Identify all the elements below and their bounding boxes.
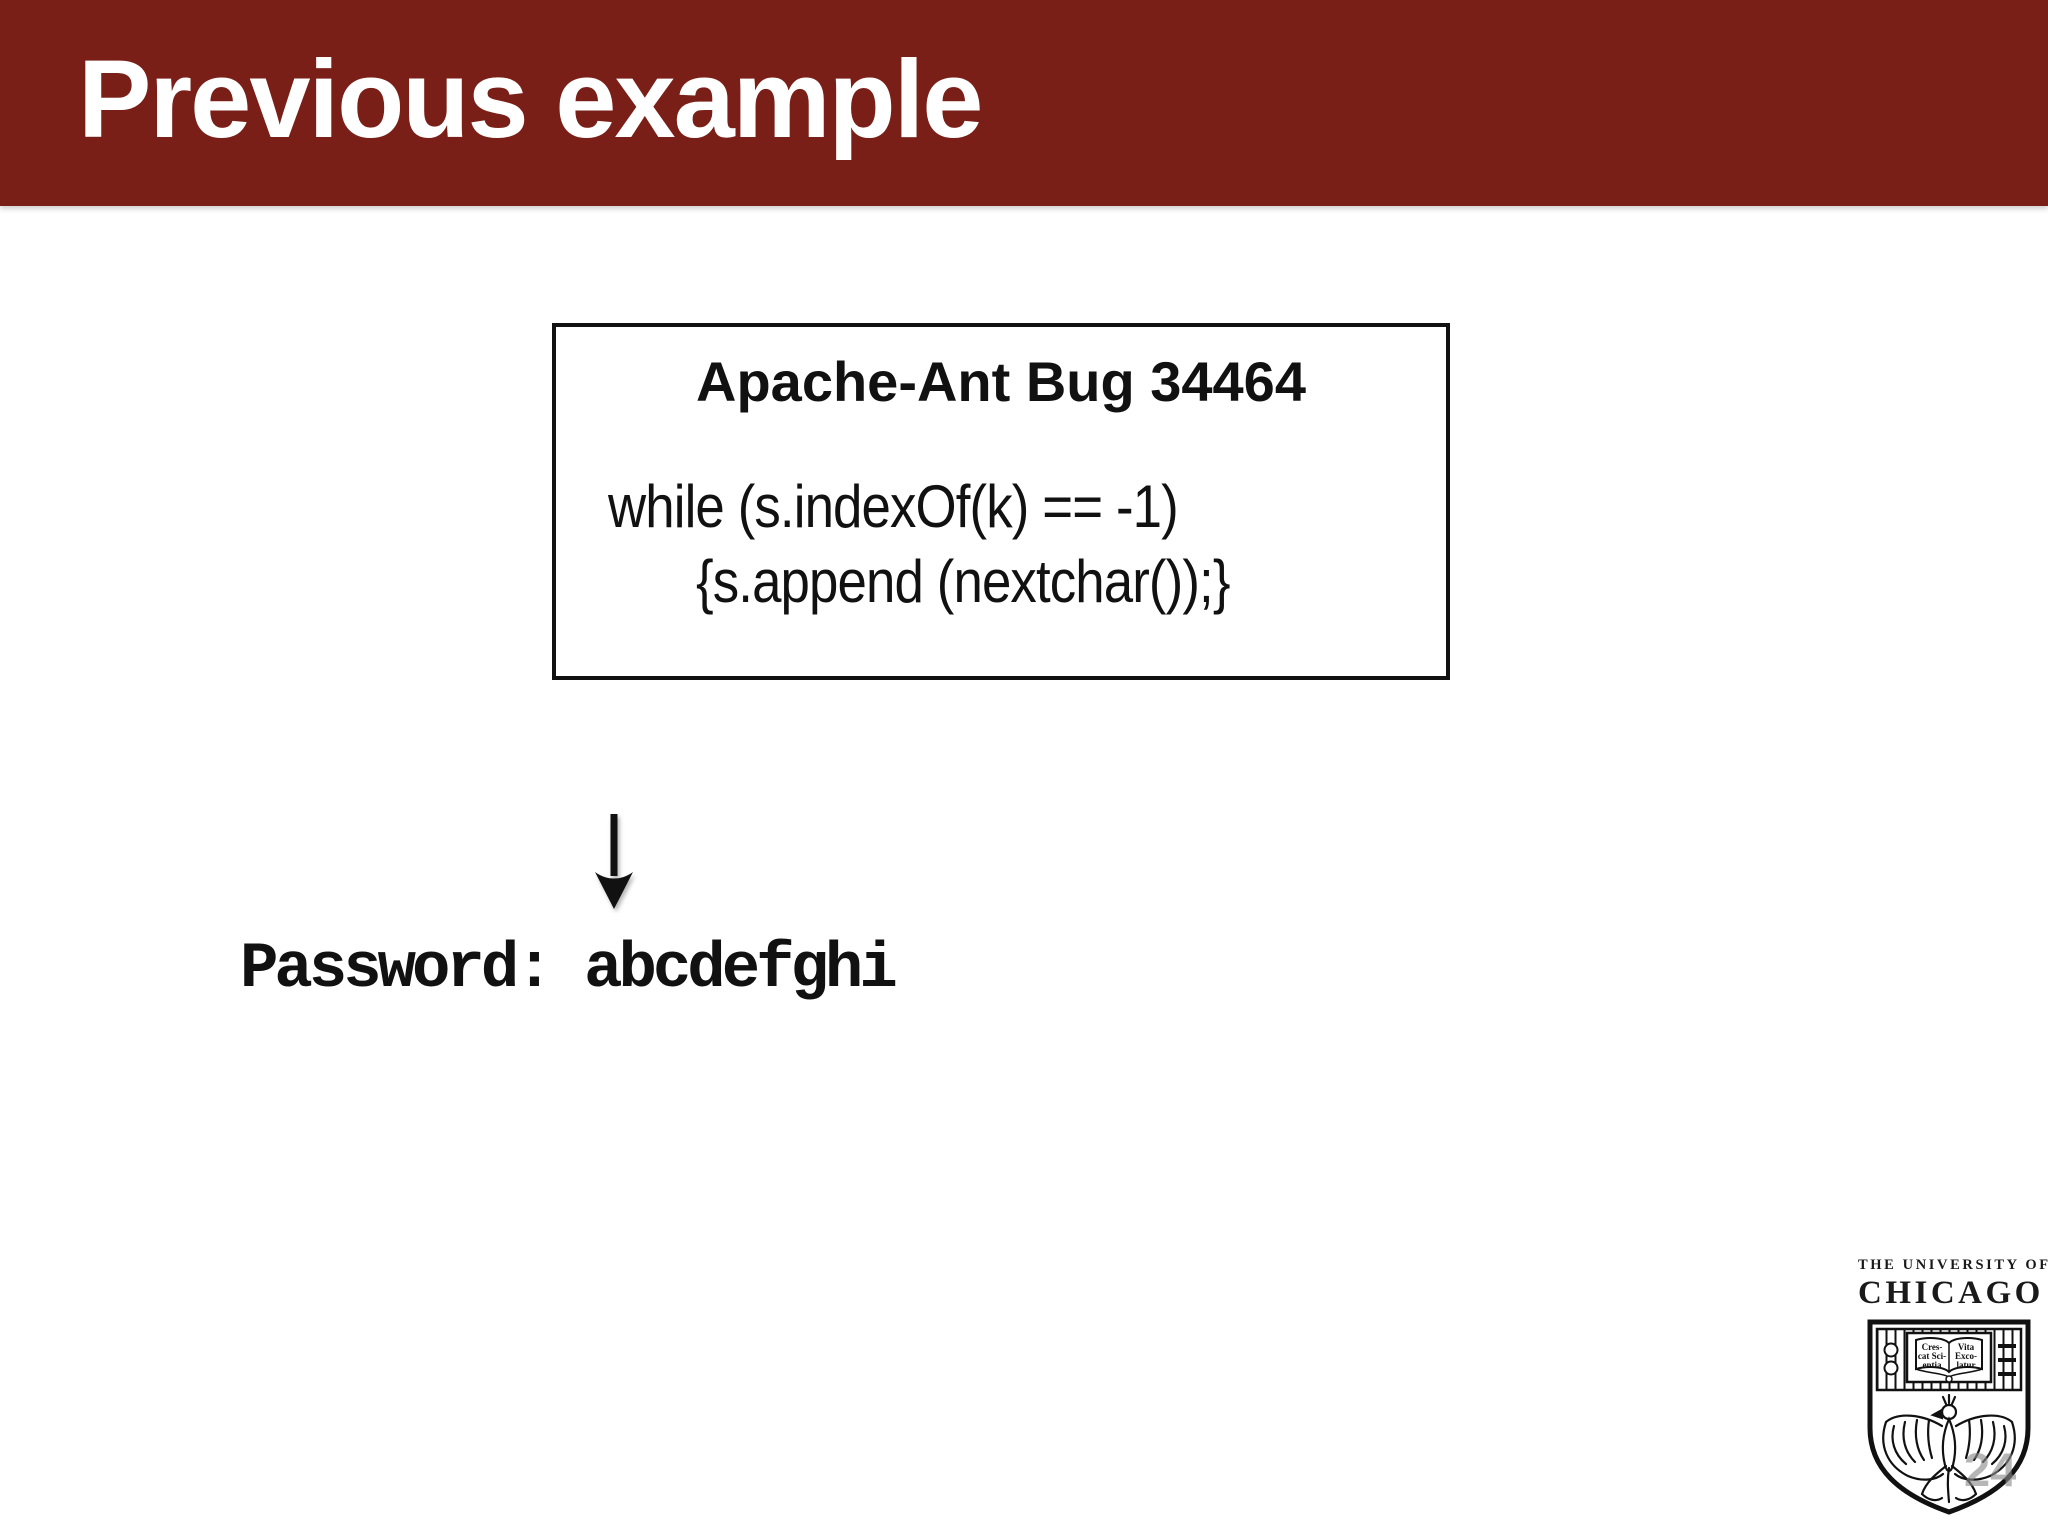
- svg-text:cat Sci-: cat Sci-: [1918, 1351, 1946, 1361]
- university-name-small: THE UNIVERSITY OF: [1858, 1257, 2048, 1273]
- slide-title: Previous example: [78, 38, 983, 161]
- university-crest-icon: Cres- cat Sci- entia Vita Exco- latur: [1867, 1319, 2031, 1515]
- page-number: 24: [1964, 1443, 2017, 1496]
- code-line-2: {s.append (nextchar());}: [696, 548, 1230, 615]
- svg-text:Vita: Vita: [1958, 1342, 1975, 1352]
- bug-box-title: Apache-Ant Bug 34464: [696, 350, 1306, 413]
- bug-info-box: Apache-Ant Bug 34464 while (s.indexOf(k)…: [552, 323, 1450, 680]
- title-banner: Previous example: [0, 0, 2048, 206]
- svg-text:latur: latur: [1957, 1360, 1976, 1370]
- password-output: Password: abcdefghi: [240, 934, 898, 1006]
- crest-book-text: Cres-: [1922, 1342, 1943, 1352]
- svg-text:Exco-: Exco-: [1955, 1351, 1977, 1361]
- svg-text:entia: entia: [1923, 1360, 1942, 1370]
- down-arrow-icon: [595, 814, 633, 909]
- university-name-large: CHICAGO: [1858, 1274, 2044, 1311]
- phoenix-figure: [1882, 1393, 2016, 1503]
- code-line-1: while (s.indexOf(k) == -1): [608, 473, 1179, 540]
- university-logo: THE UNIVERSITY OF CHICAGO: [1858, 1257, 2048, 1520]
